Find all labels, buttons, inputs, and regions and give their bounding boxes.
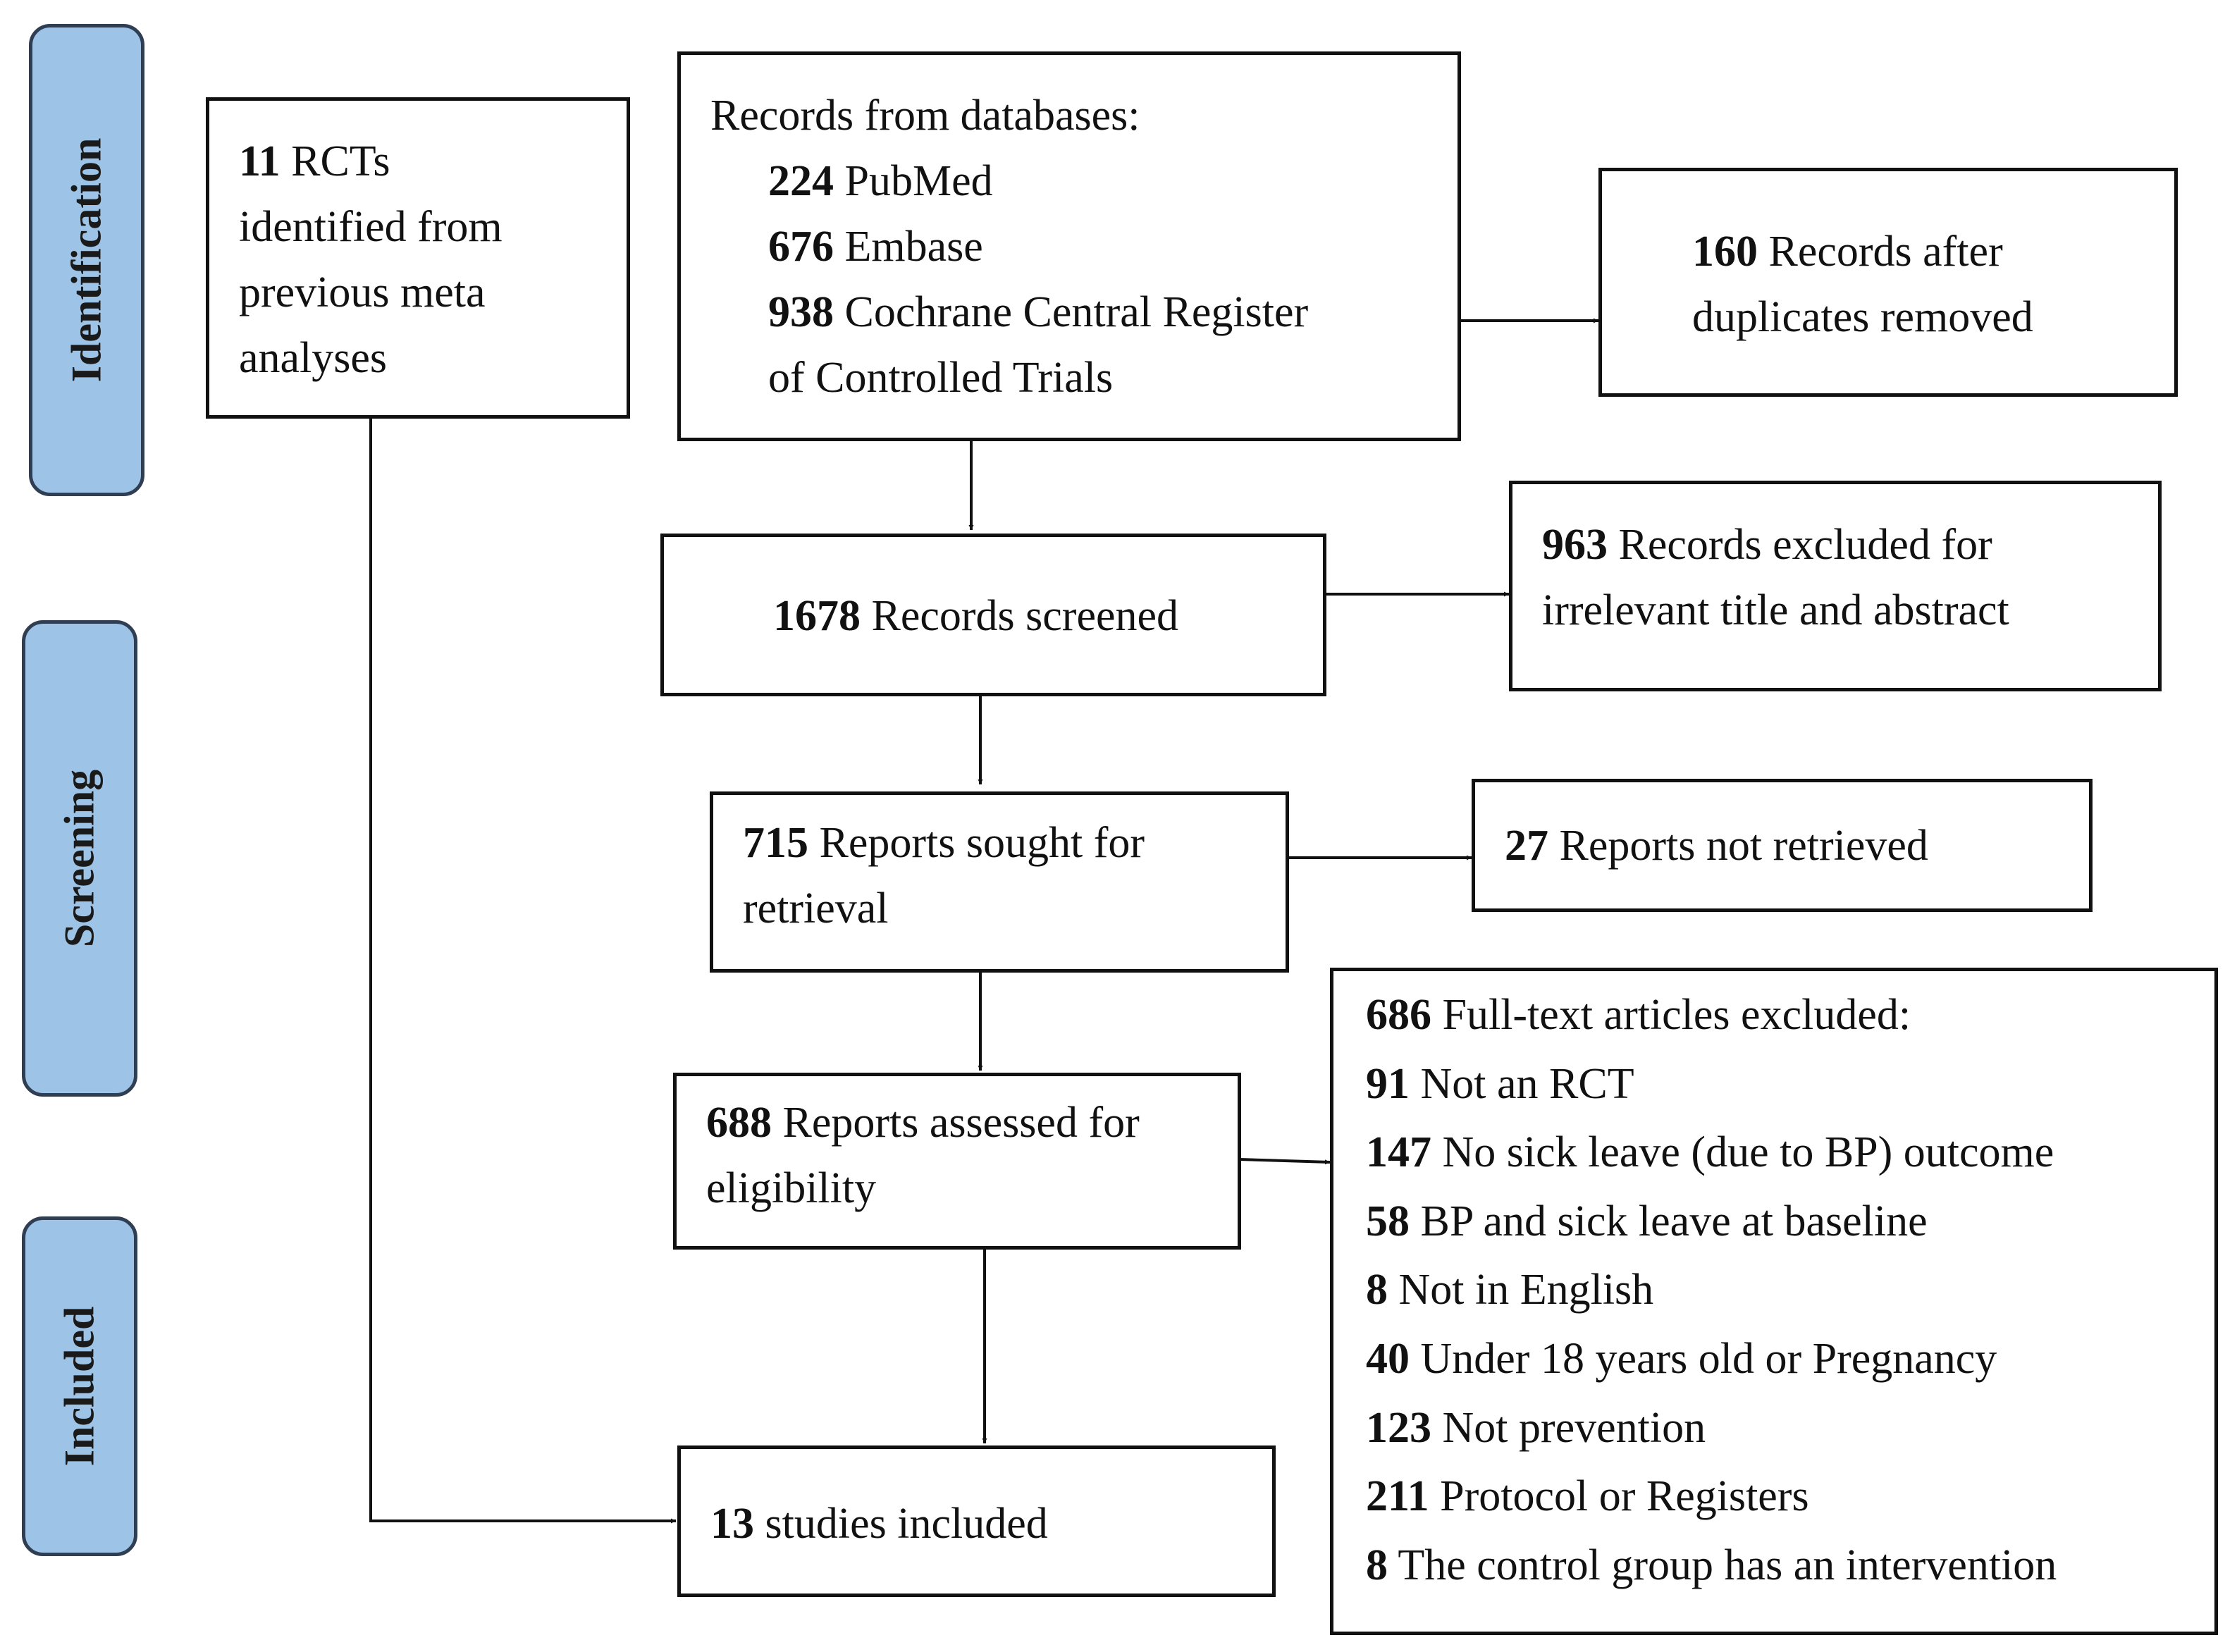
- arrow-previous-to-included: [369, 417, 676, 1524]
- database-item: 938 Cochrane Central Register: [768, 288, 1309, 336]
- exclusion-reason: 8 Not in English: [1366, 1266, 1654, 1314]
- exclusion-reason: 58 BP and sick leave at baseline: [1366, 1197, 1928, 1245]
- database-heading: Records from databases:: [710, 92, 1140, 140]
- records-screened-box: 1678 Records screened: [660, 534, 1326, 696]
- exclusion-reason: 91 Not an RCT: [1366, 1059, 1634, 1108]
- duplicates-removed-box: 160 Records after duplicates removed: [1598, 168, 2178, 397]
- exclusion-reason: 40 Under 18 years old or Pregnancy: [1366, 1334, 1997, 1383]
- fulltext-excluded-heading: 686 Full-text articles excluded:: [1366, 991, 1911, 1039]
- fulltext-excluded-box: 686 Full-text articles excluded: 91 Not …: [1330, 968, 2218, 1635]
- studies-included-box: 13 studies included: [677, 1446, 1276, 1597]
- database-item: 224 PubMed: [768, 157, 993, 205]
- database-item-continuation: of Controlled Trials: [768, 354, 1114, 402]
- excluded-title-abstract-box: 963 Records excluded for irrelevant titl…: [1509, 481, 2162, 691]
- reports-sought-box: 715 Reports sought for retrieval: [710, 791, 1289, 973]
- previous-meta-analyses-box: 11 RCTs identified from previous meta an…: [206, 97, 630, 419]
- previous-count: 11: [239, 137, 281, 185]
- exclusion-reason: 123 Not prevention: [1366, 1403, 1706, 1452]
- exclusion-reason: 8 The control group has an intervention: [1366, 1541, 2057, 1589]
- reports-assessed-box: 688 Reports assessed for eligibility: [673, 1073, 1241, 1250]
- arrow-assessed-to-fulltext-excluded: [1239, 1158, 1331, 1165]
- stage-screening-label: Screening: [56, 769, 103, 948]
- stage-identification: Identification: [29, 24, 144, 496]
- stage-included: Included: [22, 1216, 137, 1556]
- stage-included-label: Included: [56, 1306, 103, 1467]
- stage-screening: Screening: [22, 620, 137, 1097]
- stage-identification-label: Identification: [63, 137, 110, 383]
- exclusion-reason: 147 No sick leave (due to BP) outcome: [1366, 1128, 2054, 1177]
- exclusion-reason: 211 Protocol or Registers: [1366, 1472, 1809, 1521]
- database-item: 676 Embase: [768, 223, 983, 271]
- reports-not-retrieved-box: 27 Reports not retrieved: [1472, 779, 2093, 912]
- database-records-box: Records from databases: 224 PubMed 676 E…: [677, 51, 1461, 441]
